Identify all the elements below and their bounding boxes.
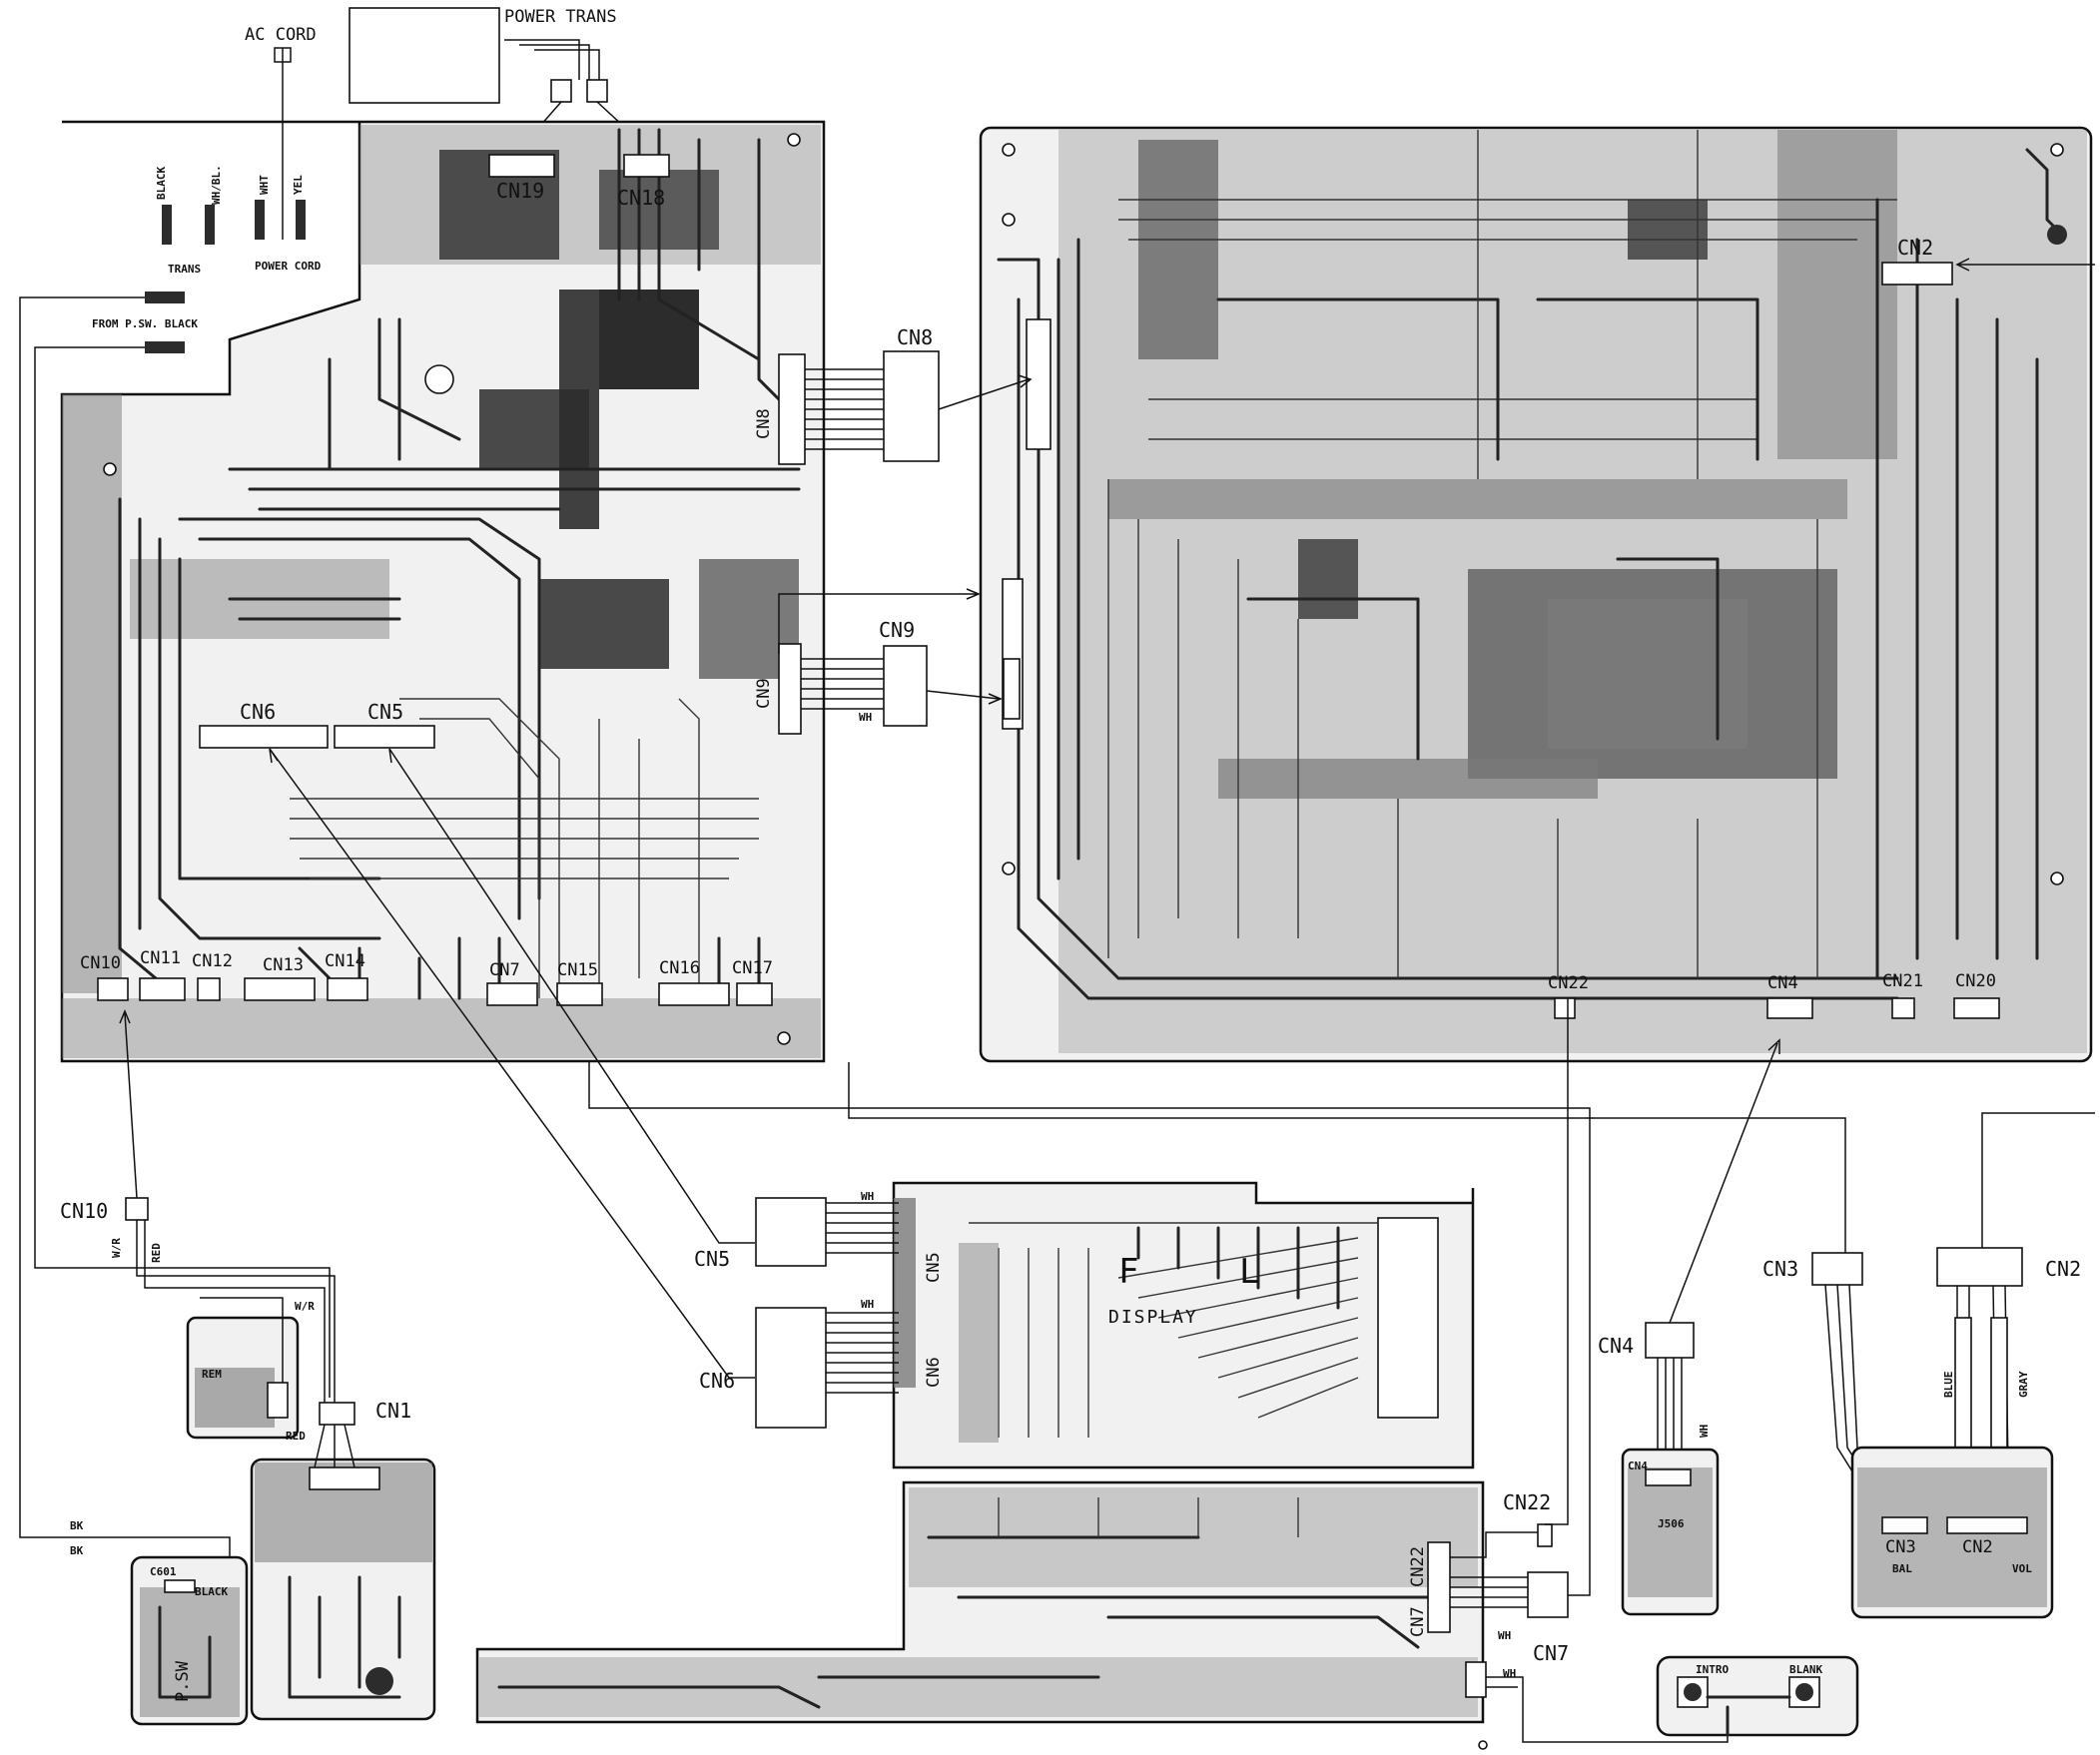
harness-cn10-label: CN10 — [60, 1199, 108, 1223]
right-cn21-label: CN21 — [1882, 971, 1923, 991]
harness-cn22-label: CN22 — [1503, 1490, 1551, 1514]
left-cn11-label: CN11 — [140, 948, 181, 968]
cn10-wr-label: W/R — [110, 1238, 123, 1258]
left-main-board — [60, 120, 826, 1063]
cn9-harness — [778, 588, 1003, 727]
harness-cn8-label: CN8 — [897, 325, 933, 349]
cn1-label: CN1 — [375, 1399, 411, 1423]
rem-red-label: RED — [286, 1430, 306, 1443]
cn1-sub-board — [250, 1402, 436, 1721]
left-board-connectors — [97, 154, 806, 1006]
left-cn7-label: CN7 — [489, 960, 520, 980]
left-cn5-label: CN5 — [367, 700, 403, 724]
cn7-wh-label-1: WH — [1498, 1629, 1511, 1642]
rem-sub-board — [186, 1297, 300, 1440]
c601-label: C601 — [150, 1565, 177, 1578]
j506-label: J506 — [1658, 1517, 1685, 1530]
wh-bl-wire-label: WH/BL. — [210, 165, 223, 205]
cn3-cn2-harness — [848, 258, 2095, 1619]
left-cn18-label: CN18 — [617, 186, 665, 210]
board-cn2-label: CN2 — [1962, 1537, 1993, 1557]
psw-black-label: BLACK — [195, 1585, 228, 1598]
cn5-harness — [388, 748, 899, 1267]
harness-cn7-label: CN7 — [1533, 1641, 1569, 1665]
cn9-wh-label: WH — [859, 711, 872, 724]
right-cn4-label: CN4 — [1767, 973, 1798, 993]
gray-wire-label: GRAY — [2017, 1371, 2030, 1398]
cn8-harness — [805, 350, 1033, 462]
psw-label: P.SW — [173, 1660, 193, 1702]
power-trans-label: POWER TRANS — [504, 7, 617, 27]
left-cn16-label: CN16 — [659, 958, 700, 978]
rem-label: REM — [202, 1368, 222, 1381]
vol-label: VOL — [2012, 1562, 2032, 1575]
fl-display-board — [892, 1181, 1475, 1469]
fl-label: F L — [1118, 1252, 1299, 1292]
board-cn3-label: CN3 — [1885, 1537, 1916, 1557]
psw-sub-board — [130, 1555, 249, 1726]
harness-cn9-label: CN9 — [879, 618, 915, 642]
left-cn10-label: CN10 — [80, 953, 121, 973]
board-cn7-label: CN7 — [1408, 1606, 1428, 1637]
left-cn15-label: CN15 — [557, 960, 598, 980]
board-cn6-label: CN6 — [924, 1357, 944, 1388]
right-board-connectors — [1002, 262, 2000, 1019]
bottom-long-board — [475, 1480, 1487, 1724]
intro-blank-board — [1656, 1655, 1859, 1737]
black-wire-label: BLACK — [155, 167, 168, 200]
harness-cn6-label: CN6 — [699, 1369, 735, 1393]
harness-cn3-label: CN3 — [1762, 1257, 1798, 1281]
board-cn5-label: CN5 — [924, 1252, 944, 1283]
left-cn8-label: CN8 — [754, 408, 774, 439]
blank-label: BLANK — [1789, 1663, 1822, 1676]
left-cn6-label: CN6 — [240, 700, 276, 724]
cn22-cn7-harness — [588, 998, 1729, 1743]
ac-cord-label: AC CORD — [245, 25, 317, 45]
left-cn13-label: CN13 — [263, 955, 304, 975]
left-cn14-label: CN14 — [325, 951, 365, 971]
from-psw-black-label: FROM P.SW. BLACK — [92, 317, 198, 330]
harness-cn5-label: CN5 — [694, 1247, 730, 1271]
blue-wire-label: BLUE — [1942, 1372, 1955, 1399]
board-cn4-label: CN4 — [1628, 1460, 1648, 1472]
bal-label: BAL — [1892, 1562, 1912, 1575]
cn5-wh-label: WH — [861, 1190, 874, 1203]
right-main-board — [979, 126, 2093, 1063]
yel-wire-label: YEL — [292, 175, 305, 195]
right-cn2-label: CN2 — [1897, 236, 1933, 260]
right-cn22-label: CN22 — [1548, 973, 1589, 993]
cn4-wh-label: WH — [1698, 1425, 1711, 1438]
left-cn17-label: CN17 — [732, 958, 773, 978]
display-label: DISPLAY — [1108, 1307, 1198, 1328]
bk-wire-label-1: BK — [70, 1519, 84, 1532]
left-cn9-label: CN9 — [754, 678, 774, 709]
power-cord-label: POWER CORD — [255, 260, 322, 273]
trans-label: TRANS — [168, 263, 201, 276]
board-cn22-label: CN22 — [1408, 1546, 1428, 1587]
harness-cn2-label: CN2 — [2045, 1257, 2081, 1281]
cn6-wh-label: WH — [861, 1298, 874, 1311]
ac-cord-wire — [274, 47, 292, 240]
bk-wire-label-2: BK — [70, 1544, 84, 1557]
cn10-red-label: RED — [150, 1243, 163, 1263]
right-cn20-label: CN20 — [1955, 971, 1996, 991]
cn10-harness — [119, 1009, 336, 1408]
left-cn19-label: CN19 — [496, 179, 544, 203]
cn7-wh-label-2: WH — [1503, 1667, 1516, 1680]
harness-cn4-label: CN4 — [1598, 1334, 1634, 1358]
wr-wire-label: W/R — [295, 1300, 315, 1313]
intro-label: INTRO — [1696, 1663, 1729, 1676]
cn6-harness — [269, 748, 899, 1429]
left-cn12-label: CN12 — [192, 951, 233, 971]
cn4-harness — [1621, 1038, 1780, 1616]
wht-wire-label: WHT — [258, 175, 271, 195]
